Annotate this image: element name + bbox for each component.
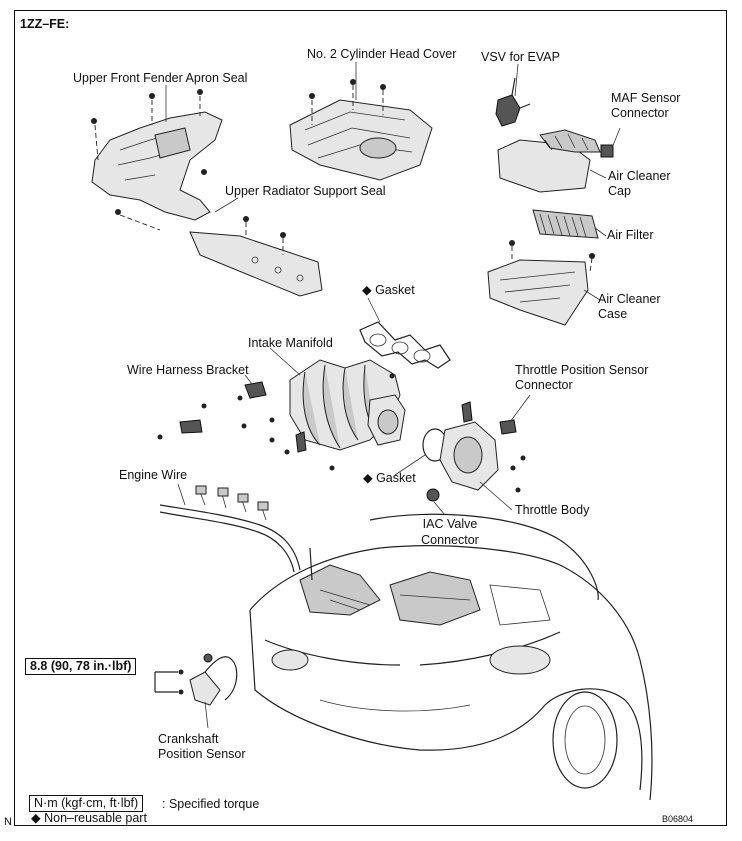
upper-radiator-support-seal-part — [189, 216, 323, 297]
label-crankshaft-position-sensor-line1: Crankshaft — [158, 732, 219, 746]
label-air-cleaner-cap-line2: Cap — [608, 184, 631, 198]
label-maf-sensor-connector-line2: Connector — [611, 106, 669, 120]
corner-mark: N — [4, 816, 12, 828]
torque-spec-box: 8.8 (90, 78 in.·lbf) — [25, 658, 137, 675]
legend-unit-description: : Specified torque — [162, 797, 260, 811]
throttle-body-part — [426, 401, 526, 502]
label-engine-wire: Engine Wire — [119, 468, 188, 482]
label-throttle-position-sensor-connector-line2: Connector — [515, 378, 573, 392]
label-air-cleaner-case-line2: Case — [598, 307, 628, 321]
label-throttle-body: Throttle Body — [515, 503, 590, 517]
label-air-filter: Air Filter — [607, 228, 654, 242]
label-gasket-lower: ◆ Gasket — [363, 471, 416, 485]
label-upper-radiator-support-seal: Upper Radiator Support Seal — [225, 184, 386, 198]
air-cleaner-case-part — [487, 240, 595, 326]
air-filter-part — [532, 209, 599, 239]
vsv-evap-part — [495, 77, 531, 127]
label-no2-cylinder-head-cover: No. 2 Cylinder Head Cover — [307, 47, 457, 61]
label-vsv-for-evap: VSV for EVAP — [481, 50, 560, 64]
label-iac-valve-connector-line2: Connector — [421, 533, 479, 547]
crankshaft-position-sensor-part — [178, 653, 238, 706]
label-upper-front-fender-apron-seal: Upper Front Fender Apron Seal — [73, 71, 248, 85]
label-air-cleaner-cap-line1: Air Cleaner — [608, 169, 671, 183]
diagram-frame — [14, 10, 727, 826]
engine-code-title: 1ZZ–FE: — [20, 17, 70, 31]
label-gasket-upper: ◆ Gasket — [362, 283, 415, 297]
leader-lines — [154, 62, 621, 729]
label-crankshaft-position-sensor-line2: Position Sensor — [158, 747, 246, 761]
wire-harness-bracket-part — [157, 373, 395, 471]
label-wire-harness-bracket: Wire Harness Bracket — [127, 363, 249, 377]
legend-unit-box: N·m (kgf·cm, ft·lbf) — [29, 795, 144, 812]
vehicle-outline — [249, 513, 653, 801]
label-iac-valve-connector-line1: IAC Valve — [422, 517, 478, 531]
intake-manifold-part — [289, 359, 406, 451]
figure-code: B06804 — [662, 814, 694, 824]
cylinder-head-cover-part — [289, 79, 433, 181]
intake-gasket-upper-part — [359, 321, 451, 369]
label-intake-manifold: Intake Manifold — [248, 336, 333, 350]
label-throttle-position-sensor-connector-line1: Throttle Position Sensor — [515, 363, 649, 377]
air-cleaner-cap-part — [497, 129, 614, 193]
label-maf-sensor-connector-line1: MAF Sensor — [611, 91, 681, 105]
label-air-cleaner-case-line1: Air Cleaner — [598, 292, 661, 306]
upper-front-fender-apron-seal-part — [91, 89, 223, 231]
legend-non-reusable-part: ◆ Non–reusable part — [31, 811, 147, 825]
engine-wire-part — [159, 485, 301, 573]
